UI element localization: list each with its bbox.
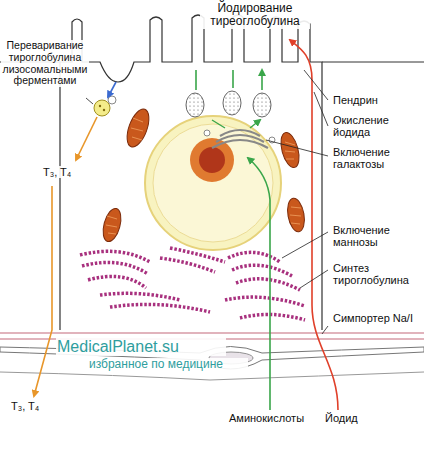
hormone-label: T₃, T₄ xyxy=(10,400,60,412)
process-label: Окисление йодида xyxy=(332,114,422,139)
part-label: Симпортер Na/I xyxy=(332,312,422,324)
hormone-label: T₃, T₄ xyxy=(42,166,92,178)
process-label: Включение маннозы xyxy=(332,224,422,249)
watermark: MedicalPlanet.su xyxy=(56,338,226,356)
watermark: избранное по медицине xyxy=(88,358,248,371)
process-label: Йодирование тиреоглобулина xyxy=(200,2,310,29)
process-label: Переваривание тироглобулина лизосомальны… xyxy=(1,40,89,87)
substance-label: Аминокислоты xyxy=(228,412,318,424)
part-label: Пендрин xyxy=(332,94,422,106)
process-label: Синтез тироглобулина xyxy=(332,262,422,287)
process-label: Включение галактозы xyxy=(332,146,422,171)
substance-label: Йодид xyxy=(324,412,384,424)
